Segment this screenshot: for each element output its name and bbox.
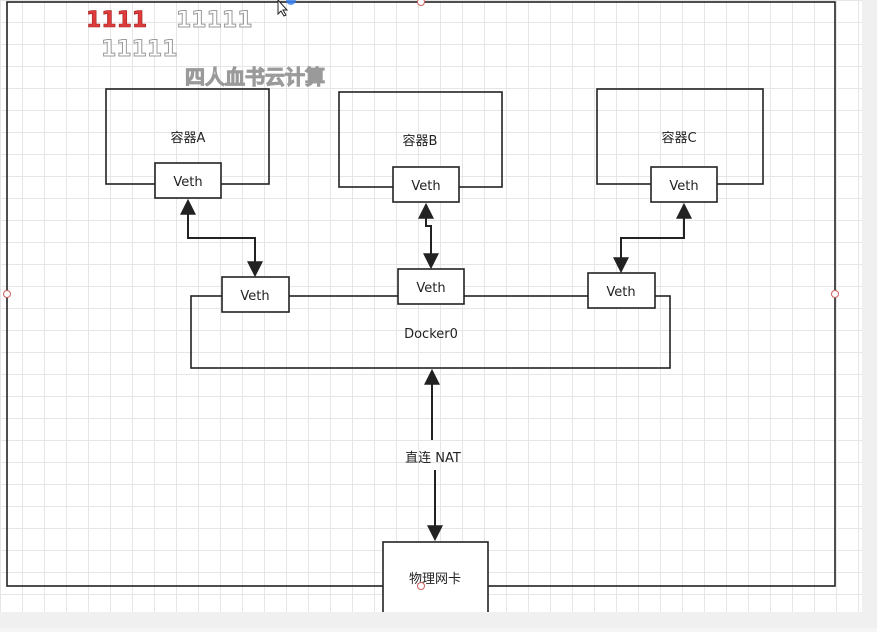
horizontal-scrollbar[interactable] xyxy=(0,612,877,628)
container-c[interactable]: 容器C Veth xyxy=(596,88,764,203)
bridge-veth-a-label: Veth xyxy=(240,289,269,304)
container-c-veth-label: Veth xyxy=(669,179,698,194)
docker0-bridge[interactable]: Docker0 Veth Veth Veth xyxy=(190,268,671,369)
bridge-veth-c[interactable] xyxy=(587,272,656,309)
connector-b[interactable] xyxy=(418,202,439,270)
mouse-cursor-icon xyxy=(277,0,296,17)
physical-nic-label: 物理网卡 xyxy=(409,572,461,587)
frame-handle-right[interactable] xyxy=(831,290,839,298)
connector-c[interactable] xyxy=(613,202,692,274)
connector-a[interactable] xyxy=(180,198,263,278)
container-b-veth[interactable] xyxy=(392,166,460,203)
watermark-gray-number: 11111 xyxy=(176,8,253,33)
nat-link-label: 直连 NAT xyxy=(405,450,461,466)
container-b-veth-label: Veth xyxy=(411,179,440,194)
container-c-veth[interactable] xyxy=(650,166,718,203)
bridge-veth-c-label: Veth xyxy=(606,285,635,300)
bridge-veth-b[interactable] xyxy=(397,268,465,305)
container-b[interactable]: 容器B Veth xyxy=(338,91,503,203)
container-a-veth-label: Veth xyxy=(173,175,202,190)
frame-handle-left[interactable] xyxy=(3,290,11,298)
container-a-label: 容器A xyxy=(171,130,206,146)
container-c-label: 容器C xyxy=(661,130,696,146)
container-a-veth[interactable] xyxy=(154,162,222,199)
vertical-scrollbar[interactable] xyxy=(862,0,877,628)
watermark-number-line2: 11111 xyxy=(101,37,178,62)
watermark-red-number: 1111 xyxy=(86,8,147,33)
docker0-label: Docker0 xyxy=(404,327,458,342)
bridge-veth-b-label: Veth xyxy=(416,281,445,296)
frame-handle-top[interactable] xyxy=(417,0,425,6)
watermark-channel-name: 四人血书云计算 xyxy=(185,65,325,89)
container-b-label: 容器B xyxy=(403,133,438,149)
nic-handle[interactable] xyxy=(417,582,425,590)
container-a[interactable]: 容器A Veth xyxy=(105,88,270,199)
bridge-veth-a[interactable] xyxy=(221,276,290,313)
